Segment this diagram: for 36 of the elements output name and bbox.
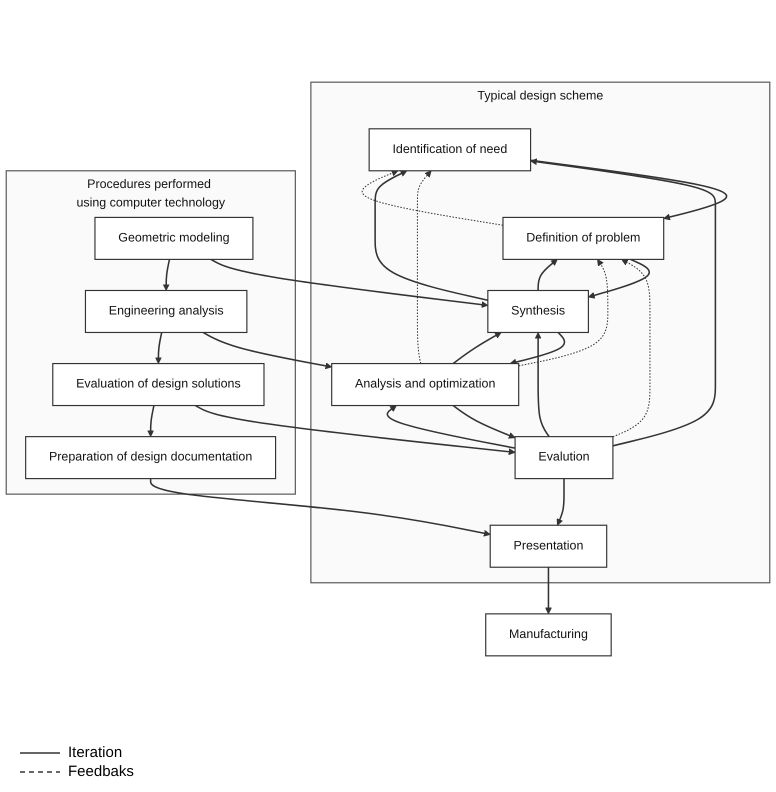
arrow xyxy=(210,258,488,308)
arrow xyxy=(510,332,566,366)
arrow xyxy=(452,404,516,439)
arrow xyxy=(154,332,162,364)
arrow xyxy=(416,170,432,364)
arrow xyxy=(530,160,728,220)
legend-text: Iteration xyxy=(68,744,122,761)
arrow xyxy=(362,170,504,226)
node-box: Manufacturing xyxy=(485,613,612,656)
legend-text: Feedbaks xyxy=(68,763,134,780)
arrow xyxy=(518,259,608,366)
arrow xyxy=(195,404,516,456)
arrow xyxy=(374,170,488,301)
arrow xyxy=(612,259,650,438)
arrow xyxy=(545,567,552,614)
arrow xyxy=(556,478,565,526)
arrow xyxy=(534,332,550,438)
node-box: Evaluation of design solutions xyxy=(52,362,265,406)
node-box: Evalution xyxy=(514,436,614,480)
arrow xyxy=(452,332,502,364)
arrow xyxy=(588,258,650,299)
node-box: Analysis and optimization xyxy=(331,362,520,406)
arrow xyxy=(386,405,516,449)
node-box: Preparation of design documentation xyxy=(25,436,276,480)
arrow xyxy=(530,158,716,447)
node-box: Definition of problem xyxy=(502,216,664,260)
arrow xyxy=(150,478,491,537)
arrow xyxy=(202,332,332,370)
node-box: Identification of need xyxy=(368,128,532,172)
arrow xyxy=(147,405,155,437)
arrow xyxy=(162,259,170,291)
node-box: Synthesis xyxy=(487,290,589,334)
arrow xyxy=(537,259,558,290)
node-box: Engineering analysis xyxy=(84,290,248,334)
node-box: Geometric modeling xyxy=(94,216,254,260)
node-box: Presentation xyxy=(490,524,608,568)
